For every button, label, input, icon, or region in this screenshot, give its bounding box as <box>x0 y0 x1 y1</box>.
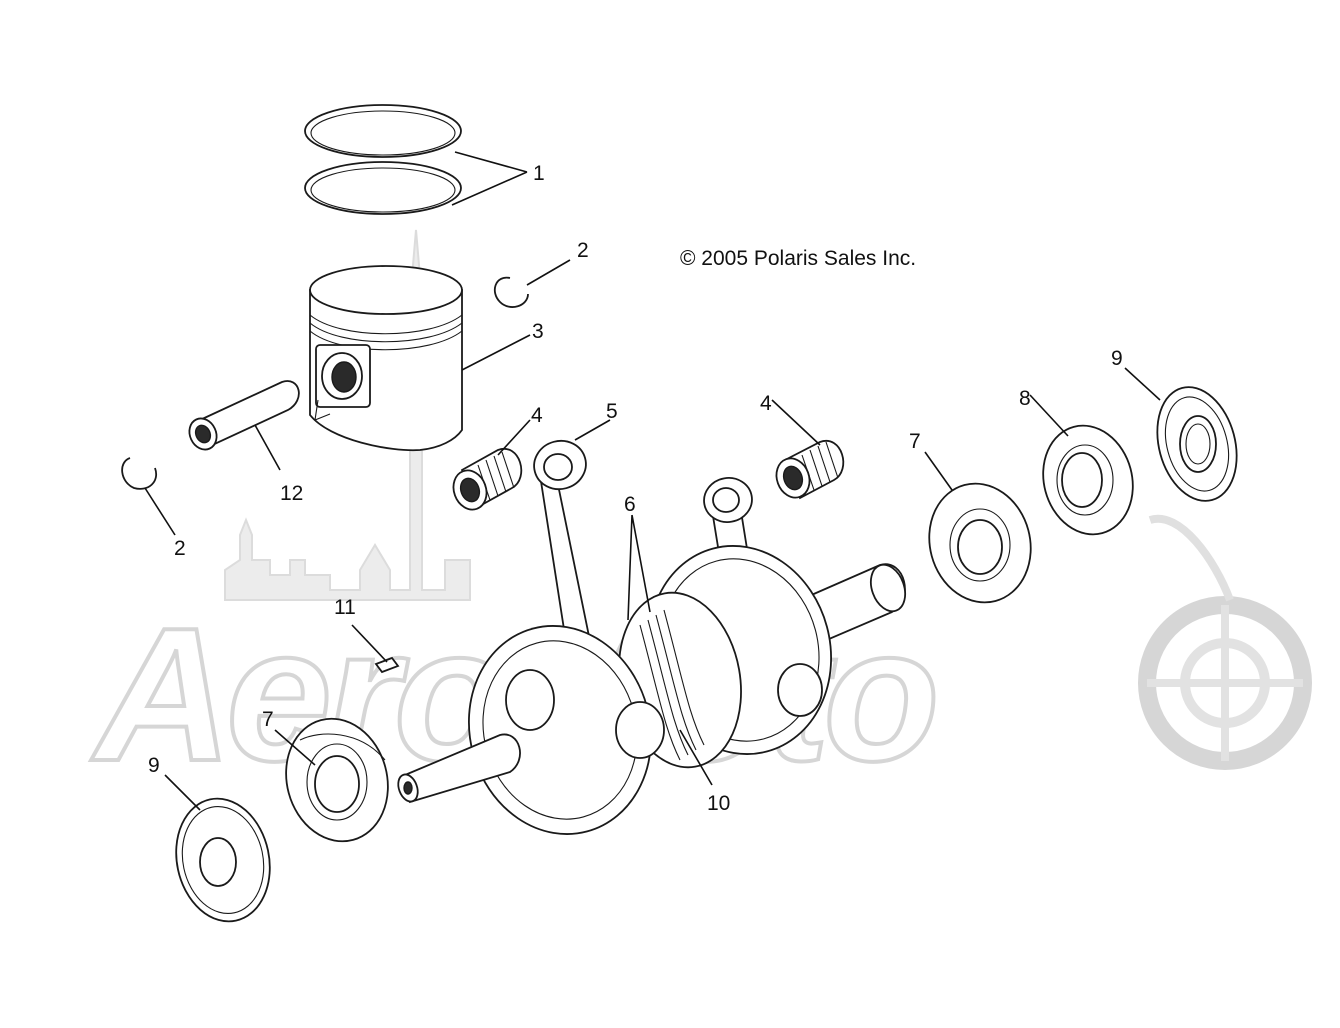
crankshaft <box>397 545 907 835</box>
oil-seal-right <box>1156 386 1238 502</box>
callout-2-left: 2 <box>174 537 186 560</box>
callout-4-right: 4 <box>760 392 772 415</box>
callout-8: 8 <box>1019 387 1031 410</box>
needle-bearing-left <box>452 447 523 511</box>
callout-7-left: 7 <box>262 708 274 731</box>
callout-9-right: 9 <box>1111 347 1123 370</box>
circlip-left <box>121 457 158 490</box>
callout-1: 1 <box>533 162 545 185</box>
piston <box>309 265 463 452</box>
copyright-text: © 2005 Polaris Sales Inc. <box>680 247 916 270</box>
main-bearing-right <box>928 482 1032 604</box>
oil-seal-left <box>175 797 271 923</box>
piston-rings <box>304 104 462 215</box>
callout-10: 10 <box>707 792 730 815</box>
needle-bearing-right <box>775 439 845 500</box>
callout-4-left: 4 <box>531 404 543 427</box>
circlip-right <box>493 276 529 308</box>
callout-3: 3 <box>532 320 544 343</box>
callout-11: 11 <box>334 596 356 619</box>
callout-labels: 1 2 2 3 4 4 5 6 7 7 8 9 9 10 11 12 <box>148 162 1123 815</box>
callout-12: 12 <box>280 482 303 505</box>
callout-5: 5 <box>606 400 618 423</box>
callout-2-right: 2 <box>577 239 589 262</box>
callout-6: 6 <box>624 493 636 516</box>
woodruff-key <box>374 656 400 674</box>
callout-7-right: 7 <box>909 430 921 453</box>
bearing <box>1042 424 1134 536</box>
callout-9-left: 9 <box>148 754 160 777</box>
watermark-wheel-icon <box>1138 514 1312 770</box>
leader-lines <box>144 151 1161 811</box>
wrist-pin <box>188 380 300 451</box>
main-bearing-left <box>285 717 389 843</box>
